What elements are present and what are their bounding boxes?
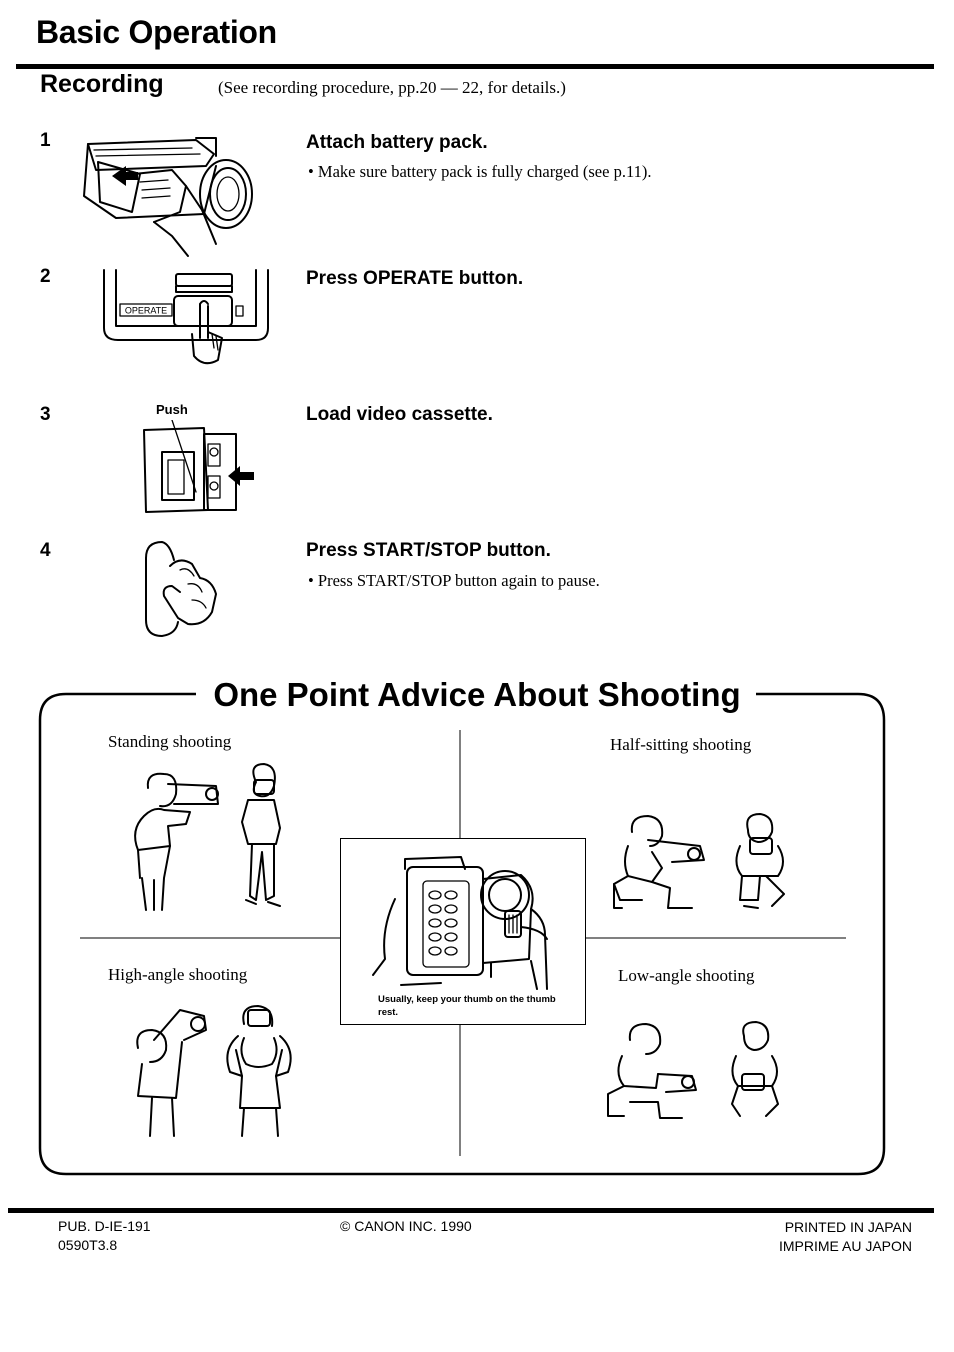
high-angle-shooting-illustration	[136, 1005, 292, 1137]
footer-printed-fr: IMPRIME AU JAPON	[778, 1238, 912, 1254]
footer-pub-number: PUB. D-IE-191	[58, 1218, 151, 1234]
step-4-note: • Press START/STOP button again to pause…	[308, 571, 600, 590]
step-1-title: Attach battery pack.	[306, 132, 488, 153]
low-angle-shooting-illustration	[607, 1021, 779, 1119]
label-high-angle-shooting: High-angle shooting	[108, 965, 248, 984]
section-note: (See recording procedure, pp.20 — 22, fo…	[218, 78, 566, 97]
half-sitting-shooting-illustration	[613, 813, 785, 909]
center-caption: Usually, keep your thumb on the thumb re…	[378, 994, 556, 1018]
step-1-note: • Make sure battery pack is fully charge…	[308, 162, 652, 181]
step-2-number: 2	[40, 266, 51, 287]
push-label: Push	[156, 402, 188, 417]
operate-label: OPERATE	[125, 306, 167, 316]
step-3-number: 3	[40, 404, 51, 425]
advice-frame	[38, 692, 886, 1176]
step-2-title: Press OPERATE button.	[306, 268, 524, 289]
step-2-illustration-operate-button: OPERATE	[103, 269, 269, 365]
step-4-number: 4	[40, 540, 51, 561]
label-standing-shooting: Standing shooting	[108, 732, 232, 751]
standing-shooting-illustration	[134, 763, 281, 911]
advice-title-text: One Point Advice About Shooting	[203, 676, 751, 713]
step-3-title: Load video cassette.	[306, 404, 493, 425]
step-4-title: Press START/STOP button.	[306, 540, 551, 561]
page-title: Basic Operation	[36, 14, 277, 50]
footer-copyright: © CANON INC. 1990	[340, 1218, 472, 1234]
footer-printed-en: PRINTED IN JAPAN	[784, 1219, 912, 1235]
center-thumb-rest-panel	[340, 838, 586, 1025]
title-rule	[16, 64, 934, 69]
footer-print-code: 0590T3.8	[58, 1237, 118, 1253]
label-half-sitting-shooting: Half-sitting shooting	[610, 735, 752, 754]
step-1-number: 1	[40, 130, 51, 151]
thumb-rest-illustration	[372, 856, 548, 990]
step-3-illustration-cassette	[143, 420, 254, 513]
section-heading-recording: Recording	[40, 70, 164, 98]
label-low-angle-shooting: Low-angle shooting	[618, 966, 755, 985]
step-1-illustration-camcorder-battery	[83, 137, 253, 257]
advice-title: One Point Advice About Shooting	[0, 676, 954, 714]
step-4-illustration-start-stop	[145, 541, 217, 637]
footer-rule	[8, 1208, 934, 1213]
